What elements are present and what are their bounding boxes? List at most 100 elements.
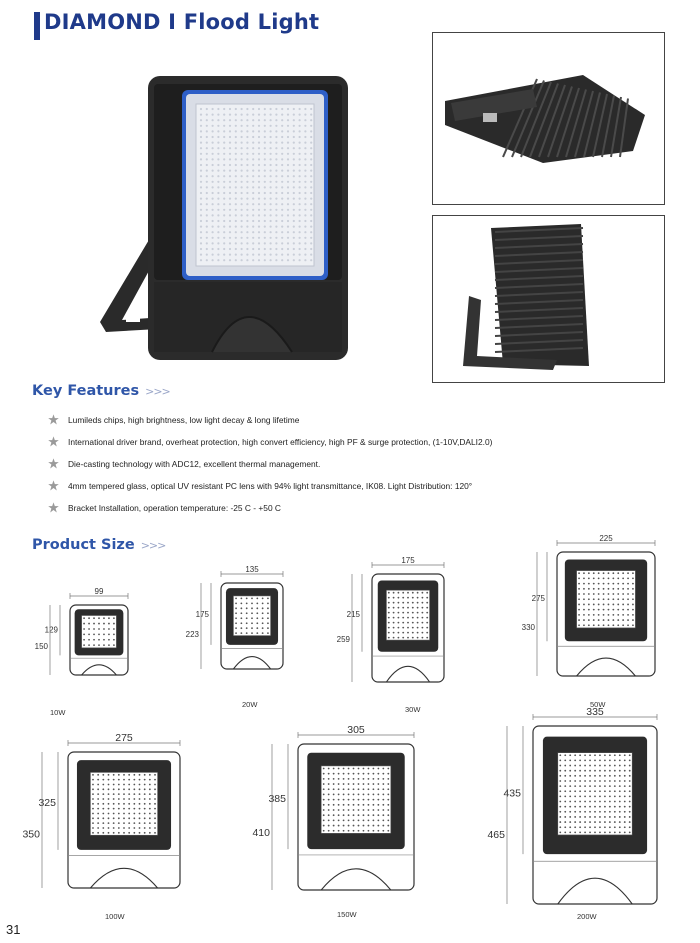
led-dot: [594, 785, 596, 788]
feature-item: International driver brand, overheat pro…: [48, 436, 492, 447]
led-dot: [579, 790, 582, 793]
led-dot: [382, 824, 385, 827]
led-dot: [578, 624, 580, 627]
led-dot: [347, 803, 350, 806]
led-dot: [618, 821, 621, 823]
led-dot: [240, 602, 243, 605]
led-dot: [342, 803, 345, 806]
led-dot: [559, 785, 562, 788]
led-dot: [604, 785, 606, 788]
led-dot: [107, 812, 110, 815]
led-dot: [112, 788, 115, 791]
led-dot: [133, 793, 136, 796]
led-dot: [337, 793, 340, 796]
led-dot: [372, 803, 375, 806]
led-dot: [592, 582, 595, 585]
led-dot: [574, 795, 577, 798]
base-arch: [385, 665, 431, 683]
led-dot: [143, 802, 146, 805]
led-dot: [327, 814, 330, 817]
led-dot: [128, 807, 131, 810]
led-dot: [608, 780, 611, 782]
led-dot: [607, 572, 610, 575]
led-dot: [322, 788, 325, 791]
led-dot: [92, 783, 94, 786]
led-dot: [332, 772, 335, 775]
led-dot: [267, 602, 269, 605]
led-dot: [245, 617, 248, 620]
led-dot: [382, 814, 385, 817]
led-dot: [421, 606, 424, 609]
led-dot: [411, 631, 414, 634]
led-dot: [102, 802, 105, 805]
led-dot: [623, 810, 626, 813]
led-dot: [240, 632, 243, 635]
led-dot: [597, 619, 600, 621]
led-dot: [97, 793, 100, 796]
led-dot: [240, 597, 243, 600]
inner-height-dimension: 215: [347, 610, 361, 619]
led-dot: [579, 821, 582, 823]
led-dot: [411, 636, 414, 639]
led-dot: [377, 777, 380, 780]
led-dot: [559, 810, 562, 813]
led-dot: [113, 622, 115, 625]
led-dot: [362, 793, 365, 796]
led-dot: [589, 764, 591, 767]
led-dot: [608, 821, 611, 823]
led-dot: [382, 809, 385, 811]
led-dot: [623, 780, 626, 782]
led-dot: [347, 777, 350, 780]
led-dot: [148, 778, 151, 781]
led-dot: [618, 826, 621, 829]
led-dot: [602, 608, 605, 611]
led-dot: [387, 772, 390, 775]
led-dot: [143, 798, 146, 800]
led-dot: [612, 603, 615, 606]
led-dot: [594, 780, 596, 782]
led-dot: [332, 803, 335, 806]
led-dot: [599, 785, 601, 788]
led-dot: [377, 824, 380, 827]
led-dot: [613, 800, 616, 803]
led-dot: [102, 773, 105, 776]
led-dot: [569, 780, 572, 782]
led-dot: [387, 636, 390, 639]
led-dot: [372, 829, 375, 832]
led-dot: [267, 622, 269, 625]
led-dot: [93, 622, 95, 625]
led-dot: [421, 596, 424, 599]
led-dot: [377, 809, 380, 811]
led-dot: [587, 587, 590, 590]
led-dot: [97, 812, 100, 815]
led-dot: [362, 829, 365, 832]
led-dot: [93, 617, 95, 620]
led-dot: [592, 608, 595, 611]
led-dot: [128, 783, 131, 786]
led-dot: [107, 802, 110, 805]
led-dot: [627, 587, 629, 590]
led-dot: [407, 636, 409, 639]
led-dot: [623, 754, 626, 757]
led-dot: [613, 764, 616, 767]
led-dot: [387, 616, 390, 619]
led-dot: [377, 772, 380, 775]
led-dot: [402, 606, 405, 609]
led-dot: [133, 778, 136, 781]
led-dot: [411, 601, 414, 604]
model-watt-label: 50W: [590, 700, 606, 709]
led-dot: [97, 807, 100, 810]
led-dot: [251, 612, 253, 615]
led-dot: [261, 627, 264, 630]
led-dot: [592, 572, 595, 575]
led-dot: [128, 788, 131, 791]
led-dot: [618, 785, 621, 788]
led-dot: [594, 790, 596, 793]
led-dot: [138, 827, 141, 829]
led-dot: [128, 773, 131, 776]
led-dot: [382, 798, 385, 801]
led-dot: [245, 627, 248, 630]
led-dot: [569, 774, 572, 777]
inner-height-dimension: 435: [503, 787, 521, 799]
led-dot: [602, 624, 605, 627]
